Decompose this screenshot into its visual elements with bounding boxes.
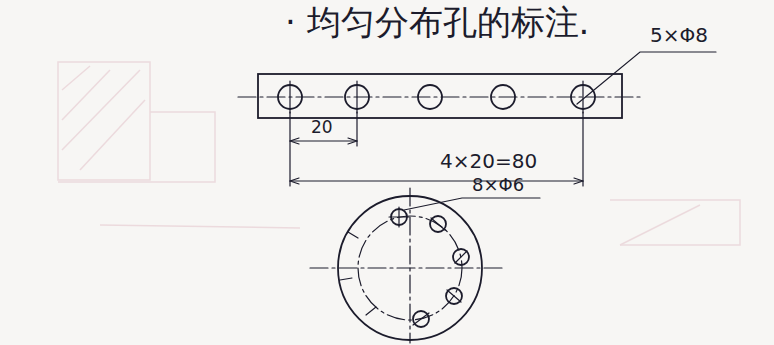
plate-outline — [258, 74, 622, 118]
faint-hatch — [62, 70, 110, 120]
faint-hatch — [62, 66, 90, 90]
dimension-value: 4×20=80 — [440, 150, 537, 172]
hole-cross — [431, 218, 445, 230]
faint-outline — [610, 200, 740, 245]
faint-background-drawing — [58, 62, 740, 245]
faint-outline — [58, 112, 215, 182]
faint-outline — [58, 62, 150, 180]
dimension-arrow — [290, 178, 583, 184]
hole-cross — [455, 251, 467, 263]
faint-line — [620, 205, 700, 245]
hole — [453, 249, 469, 265]
hole — [413, 311, 429, 327]
faint-hatch — [80, 100, 145, 170]
extension-line — [289, 112, 290, 186]
flange-view — [310, 188, 540, 343]
plate-view — [238, 52, 716, 186]
hole — [446, 288, 462, 304]
dimension-arrow — [290, 138, 357, 144]
hole-callout: 5×Φ8 — [650, 24, 708, 46]
extension-line — [582, 112, 583, 186]
hole — [430, 216, 446, 232]
faint-line — [100, 225, 300, 228]
pitch-circle — [358, 216, 462, 320]
leader-line — [404, 198, 540, 210]
center-line — [310, 267, 505, 268]
hole — [418, 85, 442, 109]
hole-position-tick — [340, 232, 376, 315]
sketch-title: · 均匀分布孔的标注. — [285, 4, 589, 41]
hole-cross — [289, 81, 290, 113]
hole-cross — [413, 313, 429, 325]
center-line — [238, 96, 642, 97]
hole — [491, 85, 515, 109]
hole-cross — [447, 290, 461, 302]
dimension-value: 20 — [311, 118, 333, 137]
dimension-line — [290, 180, 583, 181]
hole-cross — [582, 81, 583, 113]
faint-hatch — [62, 70, 140, 150]
leader-line — [577, 52, 716, 104]
hole-cross — [356, 81, 357, 113]
hole-callout: 8×Φ6 — [472, 175, 524, 195]
dimension-line — [290, 140, 357, 141]
